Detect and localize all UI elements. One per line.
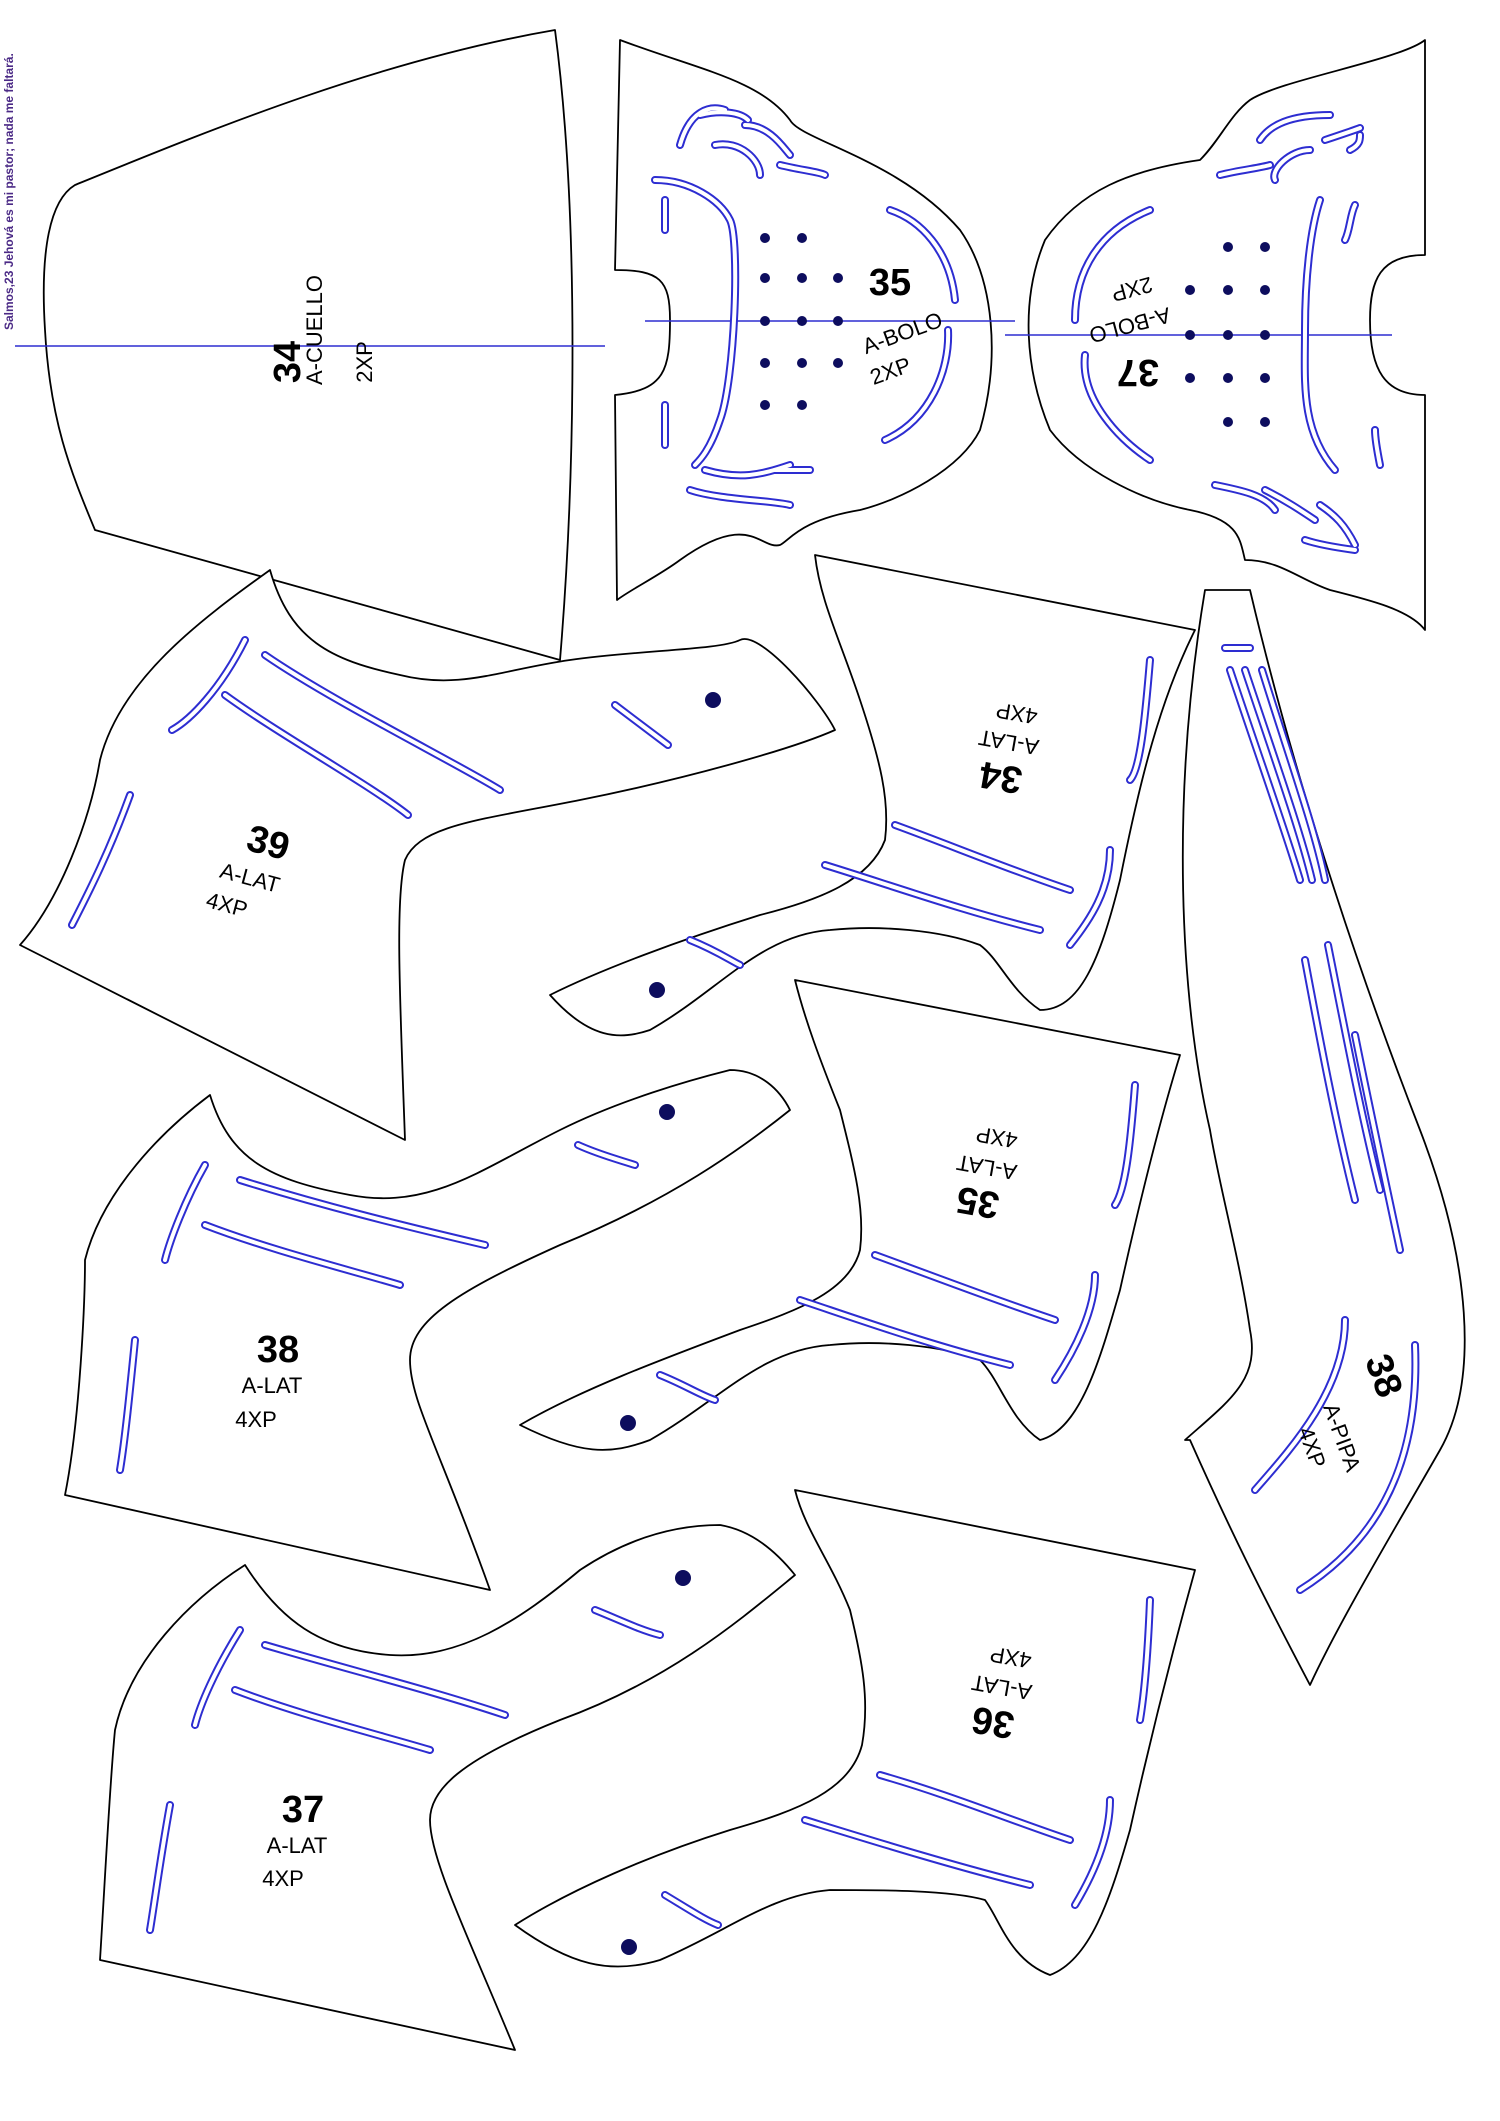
piece-number: 38 bbox=[257, 1329, 299, 1371]
piece-lat-34: 34 A-LAT 4XP bbox=[549, 554, 1196, 1037]
piece-outline bbox=[19, 569, 836, 1141]
piece-cuello-34: 34 A-CUELLO 2XP bbox=[15, 29, 605, 661]
stitch-lines bbox=[656, 1081, 1139, 1404]
piece-bolo-35: 35 A-BOLO 2XP bbox=[614, 39, 1015, 601]
punch-hole bbox=[705, 692, 721, 708]
piece-lat-35: 35 A-LAT 4XP bbox=[519, 979, 1181, 1451]
stitch-lines bbox=[68, 636, 672, 929]
piece-outline bbox=[519, 979, 1181, 1451]
piece-number: 35 bbox=[869, 262, 911, 304]
piece-number: 36 bbox=[968, 1697, 1017, 1746]
piece-lat-38: 38 A-LAT 4XP bbox=[64, 1069, 791, 1591]
piece-bolo-37: 37 A-BOLO 2XP bbox=[1005, 39, 1426, 631]
stitch-lines bbox=[651, 104, 959, 509]
punch-holes bbox=[1185, 242, 1270, 427]
piece-number: 37 bbox=[282, 1789, 324, 1831]
piece-number: 34 bbox=[976, 752, 1025, 801]
piece-pipa-38: 38 A-PIPA 4XP bbox=[1181, 589, 1466, 1686]
piece-lat-37: 37 A-LAT 4XP bbox=[99, 1524, 796, 2051]
piece-name: A-LAT bbox=[267, 1833, 328, 1858]
piece-qty: 4XP bbox=[262, 1866, 304, 1891]
punch-hole bbox=[621, 1939, 637, 1955]
piece-name: A-LAT bbox=[242, 1373, 303, 1398]
piece-lat-36: 36 A-LAT 4XP bbox=[514, 1489, 1196, 1976]
piece-qty: 2XP bbox=[352, 341, 377, 383]
piece-lat-39: 39 A-LAT 4XP bbox=[19, 569, 836, 1141]
stitch-lines bbox=[686, 656, 1154, 969]
stitch-lines bbox=[1221, 644, 1420, 1594]
piece-outline bbox=[514, 1489, 1196, 1976]
piece-name: A-CUELLO bbox=[302, 275, 327, 385]
stitch-lines bbox=[1071, 111, 1384, 554]
stitch-lines bbox=[661, 1596, 1154, 1929]
piece-number: 35 bbox=[953, 1177, 1002, 1226]
punch-hole bbox=[620, 1415, 636, 1431]
piece-outline bbox=[549, 554, 1196, 1037]
punch-hole bbox=[659, 1104, 675, 1120]
piece-outline bbox=[99, 1524, 796, 2051]
piece-number: 37 bbox=[1117, 351, 1159, 393]
piece-qty: 4XP bbox=[235, 1407, 277, 1432]
stitch-lines bbox=[116, 1141, 639, 1474]
piece-outline bbox=[64, 1069, 791, 1591]
piece-outline bbox=[42, 29, 574, 661]
piece-number: 34 bbox=[267, 341, 309, 383]
stitch-lines bbox=[146, 1606, 664, 1934]
punch-hole bbox=[675, 1570, 691, 1586]
punch-holes bbox=[760, 233, 843, 410]
piece-outline bbox=[1181, 589, 1466, 1686]
punch-hole bbox=[649, 982, 665, 998]
